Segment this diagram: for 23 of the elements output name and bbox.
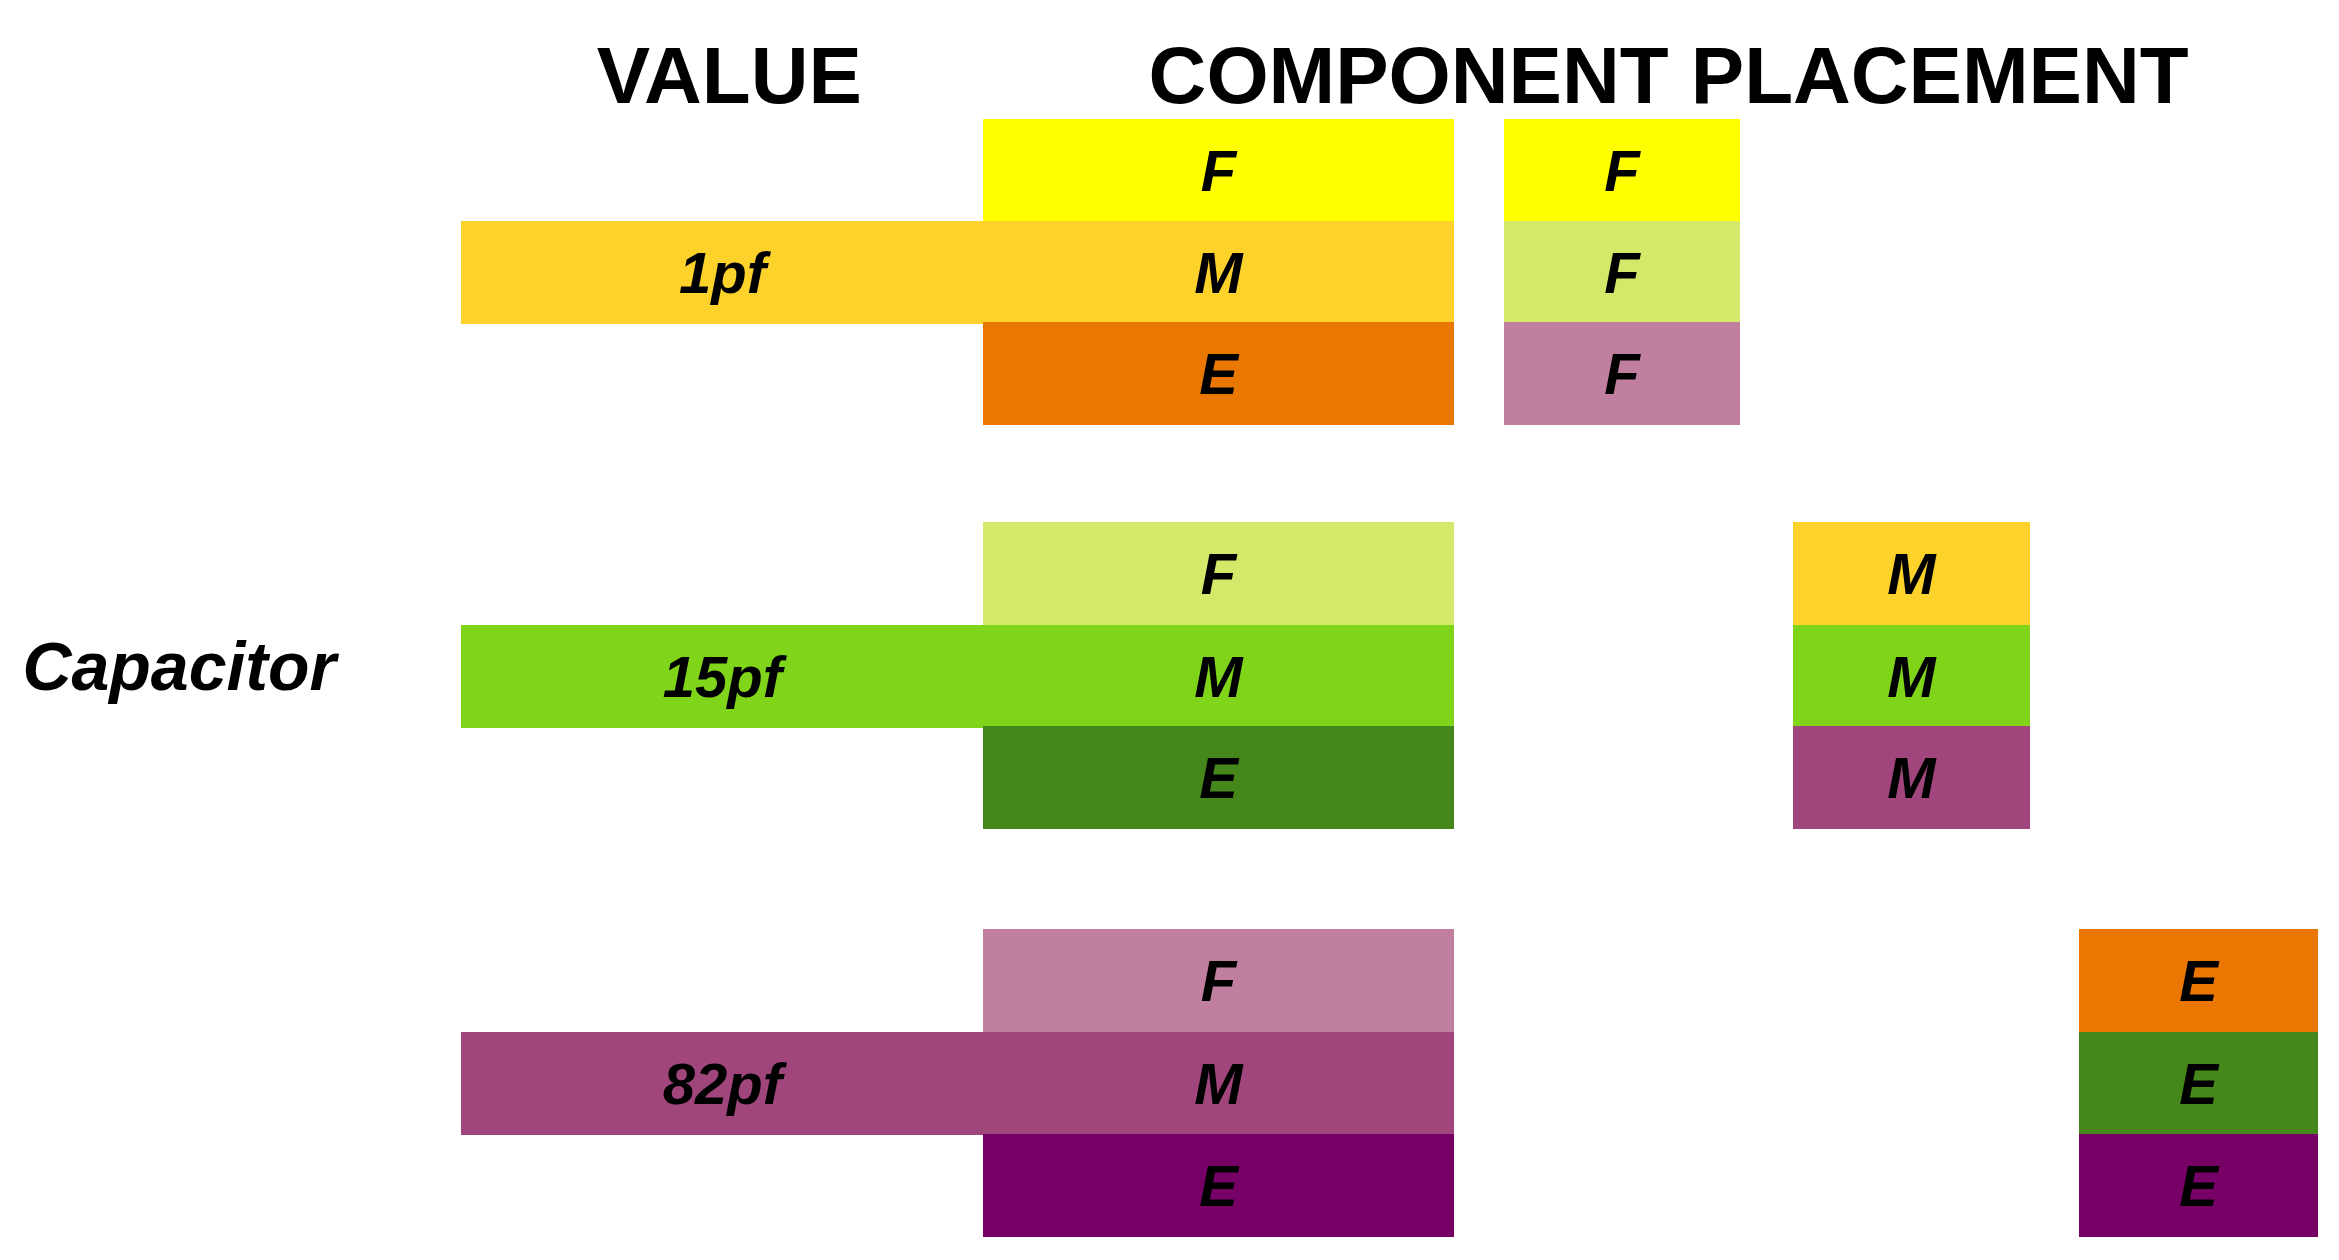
color-band: F [1503, 322, 1741, 426]
color-band: F [983, 119, 1454, 223]
color-band: E [983, 322, 1454, 426]
color-band: M [1793, 522, 2030, 625]
color-band: E [2079, 929, 2318, 1033]
color-band: E [983, 726, 1454, 830]
value-band: 15pf [460, 625, 985, 728]
color-band: M [983, 1032, 1454, 1136]
color-band: M [1793, 625, 2030, 728]
color-band: M [983, 625, 1454, 728]
color-band: M [983, 220, 1454, 324]
color-band: E [2079, 1032, 2318, 1136]
value-band: 1pf [460, 220, 985, 324]
value-band: 82pf [460, 1032, 985, 1136]
color-band: E [2079, 1133, 2318, 1237]
color-band: F [1503, 119, 1741, 223]
color-band: M [1793, 726, 2030, 830]
color-band: F [983, 929, 1454, 1033]
color-band: E [983, 1133, 1454, 1237]
color-band: F [983, 522, 1454, 625]
color-band: F [1503, 220, 1741, 324]
column-heading: VALUE [596, 29, 862, 122]
column-heading: COMPONENT PLACEMENT [1148, 29, 2189, 122]
